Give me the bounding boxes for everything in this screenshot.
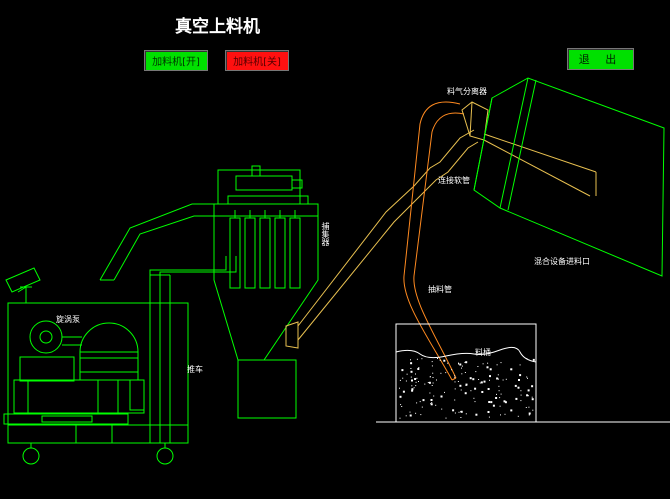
connecting-hose: [285, 129, 597, 349]
material-bin: [376, 323, 670, 423]
separator-label: 料气分离器: [447, 87, 487, 96]
filter-bags: [229, 210, 301, 289]
collector: [213, 165, 319, 419]
vortex-pump-wheel: [29, 320, 63, 354]
cart-label: 推车: [187, 365, 203, 374]
vacuum-pipe: [99, 203, 237, 281]
collector-hopper: [237, 359, 297, 419]
mixer-inlet-label: 混合设备进料口: [534, 257, 590, 266]
material-gas-separator: [461, 101, 489, 141]
collector-label: 捕集器: [321, 222, 330, 246]
pump-cart: [3, 267, 189, 465]
suction-pipe: [403, 101, 465, 381]
page-title: 真空上料机: [175, 17, 260, 37]
bin-label: 料桶: [475, 348, 491, 357]
cart-wheel-left: [22, 447, 40, 465]
hose-label: 连接软管: [438, 176, 470, 185]
vortex-pump-label: 旋涡泵: [56, 315, 80, 324]
cart-frame: [7, 302, 189, 444]
feeder-on-button[interactable]: 加料机[开]: [144, 50, 208, 71]
mixer-equipment: [473, 77, 665, 277]
cart-wheel-right: [156, 447, 174, 465]
feeder-off-button[interactable]: 加料机[关]: [225, 50, 289, 71]
suction-pipe-label: 抽料管: [428, 285, 452, 294]
exit-button[interactable]: 退 出: [567, 48, 634, 70]
bin-granules: [399, 358, 535, 419]
